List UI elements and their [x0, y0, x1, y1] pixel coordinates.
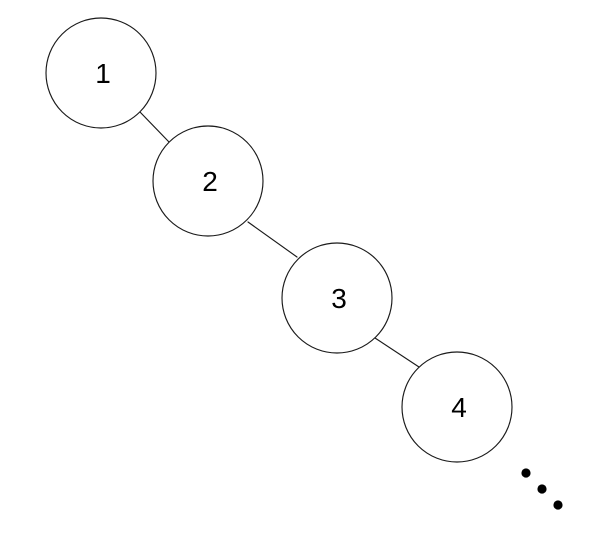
- edge-node3-node4: [374, 337, 420, 368]
- ellipsis-dot-3: [553, 500, 563, 510]
- ellipsis-icon: [521, 468, 563, 510]
- edge-node1-node2: [139, 111, 170, 143]
- edge-node2-node3: [247, 221, 298, 258]
- node-3[interactable]: 3: [281, 242, 393, 354]
- node-1-label: 1: [95, 58, 111, 89]
- edges-group: [139, 111, 420, 368]
- node-2-circle[interactable]: [152, 125, 264, 237]
- node-2[interactable]: 2: [152, 125, 264, 237]
- node-2-label: 2: [202, 166, 218, 197]
- node-1[interactable]: 1: [45, 17, 157, 129]
- ellipsis-dot-2: [537, 484, 547, 494]
- ellipsis-dot-1: [521, 468, 531, 478]
- nodes-group: 1 2 3 4: [45, 17, 513, 463]
- node-1-circle[interactable]: [45, 17, 157, 129]
- node-4-circle[interactable]: [401, 351, 513, 463]
- node-4-label: 4: [451, 392, 467, 423]
- node-3-label: 3: [331, 283, 347, 314]
- node-3-circle[interactable]: [281, 242, 393, 354]
- node-4[interactable]: 4: [401, 351, 513, 463]
